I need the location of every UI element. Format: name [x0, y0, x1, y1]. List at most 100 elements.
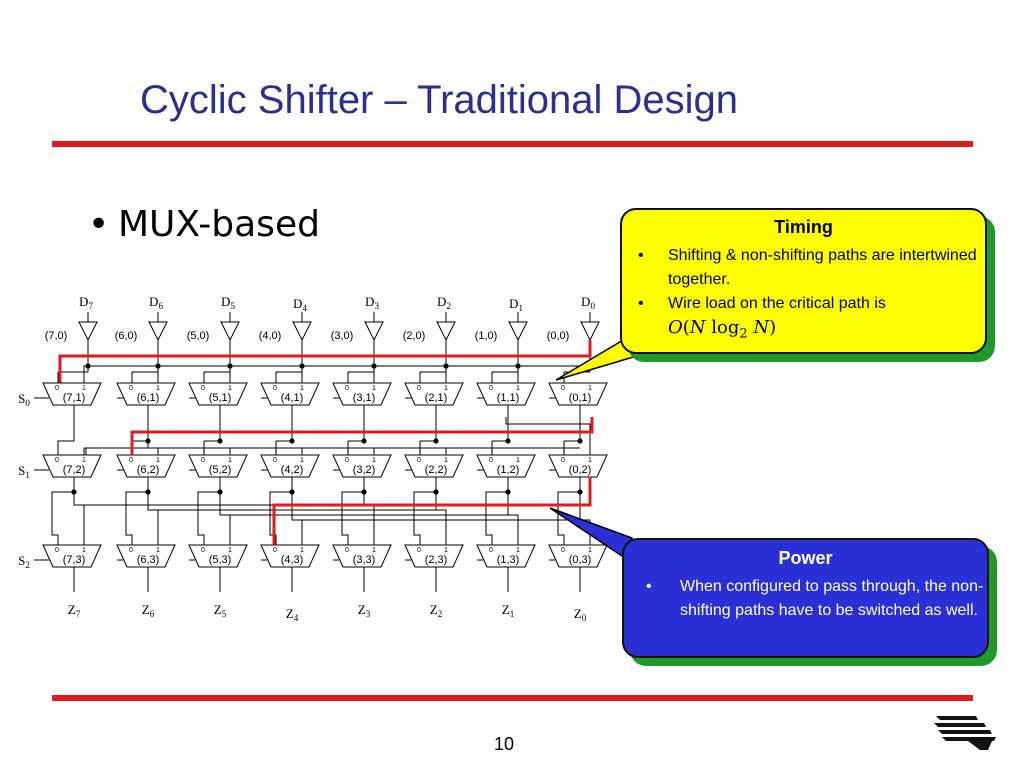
buffer-6 — [508, 321, 528, 342]
mux-port-label-1: 1 — [82, 457, 86, 464]
wire — [85, 417, 149, 455]
wire — [147, 492, 447, 545]
buffer-label-1: (6,0) — [115, 330, 138, 342]
wire — [51, 489, 75, 545]
mux-port-label-0: 0 — [345, 547, 349, 554]
mux-port-label-0: 0 — [489, 547, 493, 554]
mux-label-23: (2,3) — [425, 554, 448, 566]
top-divider — [52, 141, 973, 147]
buffer-label-3: (4,0) — [259, 330, 282, 342]
mux-port-label-1: 1 — [228, 457, 232, 464]
wire — [219, 492, 519, 545]
mux-11 — [476, 382, 536, 406]
mux-label-32: (3,2) — [353, 464, 376, 476]
mux-port-label-0: 0 — [273, 547, 277, 554]
buffer-5 — [436, 321, 456, 342]
buffer-label-4: (3,0) — [331, 330, 354, 342]
input-label-d2: D2 — [437, 294, 451, 311]
mux-label-73: (7,3) — [63, 554, 86, 566]
buffer-7 — [580, 321, 600, 342]
mux-port-label-1: 1 — [372, 385, 376, 392]
junction-dot — [361, 438, 367, 444]
bullet-dot: • — [88, 204, 110, 245]
mux-label-51: (5,1) — [209, 392, 232, 404]
mux-port-label-1: 1 — [300, 547, 304, 554]
mux-label-72: (7,2) — [63, 464, 86, 476]
mux-port-label-1: 1 — [82, 547, 86, 554]
buffer-1 — [148, 321, 168, 342]
junction-dot — [505, 438, 511, 444]
output-label-z0: Z0 — [574, 606, 587, 623]
mux-label-52: (5,2) — [209, 464, 232, 476]
mux-port-label-0: 0 — [345, 457, 349, 464]
complexity-formula: O(N log2 N) — [668, 317, 777, 342]
mux-12 — [476, 454, 536, 478]
mux-port-label-0: 0 — [561, 547, 565, 554]
mux-label-11: (1,1) — [497, 392, 520, 404]
input-label-d7: D7 — [79, 294, 93, 311]
mux-52 — [188, 454, 248, 478]
timing-item-2: Wire load on the critical path is O(N lo… — [622, 292, 985, 347]
mux-port-label-1: 1 — [444, 385, 448, 392]
buffer-label-2: (5,0) — [187, 330, 210, 342]
bullet-mux-based: •MUX-based — [88, 204, 320, 245]
critical-path-stage0 — [58, 340, 592, 383]
buffer-label-7: (0,0) — [547, 330, 570, 342]
output-label-z3: Z3 — [358, 602, 371, 619]
mux-label-53: (5,3) — [209, 554, 232, 566]
buffer-2 — [220, 321, 240, 342]
mux-port-label-0: 0 — [417, 457, 421, 464]
mux-33 — [332, 544, 392, 568]
bullet-text: MUX-based — [118, 204, 320, 245]
junction-dot — [433, 438, 439, 444]
mux-label-13: (1,3) — [497, 554, 520, 566]
buffer-label-5: (2,0) — [403, 330, 426, 342]
mux-51 — [188, 382, 248, 406]
mux-03 — [548, 544, 608, 568]
output-label-z7: Z7 — [68, 602, 81, 619]
junction-dot — [289, 438, 295, 444]
mux-label-12: (1,2) — [497, 464, 520, 476]
mux-label-63: (6,3) — [137, 554, 160, 566]
buffer-label-6: (1,0) — [475, 330, 498, 342]
mux-port-label-1: 1 — [82, 385, 86, 392]
critical-path-stage2 — [272, 477, 592, 545]
formula-n: N — [689, 317, 706, 338]
mux-61 — [116, 382, 176, 406]
mux-31 — [332, 382, 392, 406]
output-label-z6: Z6 — [142, 602, 155, 619]
mux-42 — [260, 454, 320, 478]
power-callout: Power When configured to pass through, t… — [622, 538, 989, 658]
mux-01 — [548, 382, 608, 406]
mux-label-43: (4,3) — [281, 554, 304, 566]
mux-21 — [404, 382, 464, 406]
wire — [301, 492, 581, 545]
wire — [125, 489, 149, 545]
mux-port-label-1: 1 — [228, 547, 232, 554]
mux-71 — [42, 382, 102, 406]
formula-log: log — [711, 317, 740, 338]
company-logo — [934, 716, 996, 750]
mux-label-01: (0,1) — [569, 392, 592, 404]
mux-port-label-0: 0 — [55, 457, 59, 464]
junction-dot — [577, 489, 583, 495]
mux-port-label-1: 1 — [444, 457, 448, 464]
mux-label-21: (2,1) — [425, 392, 448, 404]
mux-label-03: (0,3) — [569, 554, 592, 566]
mux-port-label-0: 0 — [417, 385, 421, 392]
bottom-divider — [52, 695, 973, 701]
wire — [341, 489, 365, 545]
mux-73 — [42, 544, 102, 568]
junction-dot — [361, 489, 367, 495]
mux-port-label-1: 1 — [516, 385, 520, 392]
input-label-d5: D5 — [221, 294, 235, 311]
mux-label-33: (3,3) — [353, 554, 376, 566]
mux-label-61: (6,1) — [137, 392, 160, 404]
formula-n2: N — [753, 317, 770, 338]
junction-dot — [505, 489, 511, 495]
mux-port-label-0: 0 — [201, 457, 205, 464]
mux-port-label-1: 1 — [516, 457, 520, 464]
mux-port-label-0: 0 — [55, 385, 59, 392]
wire — [57, 417, 75, 455]
output-label-z4: Z4 — [286, 606, 299, 623]
